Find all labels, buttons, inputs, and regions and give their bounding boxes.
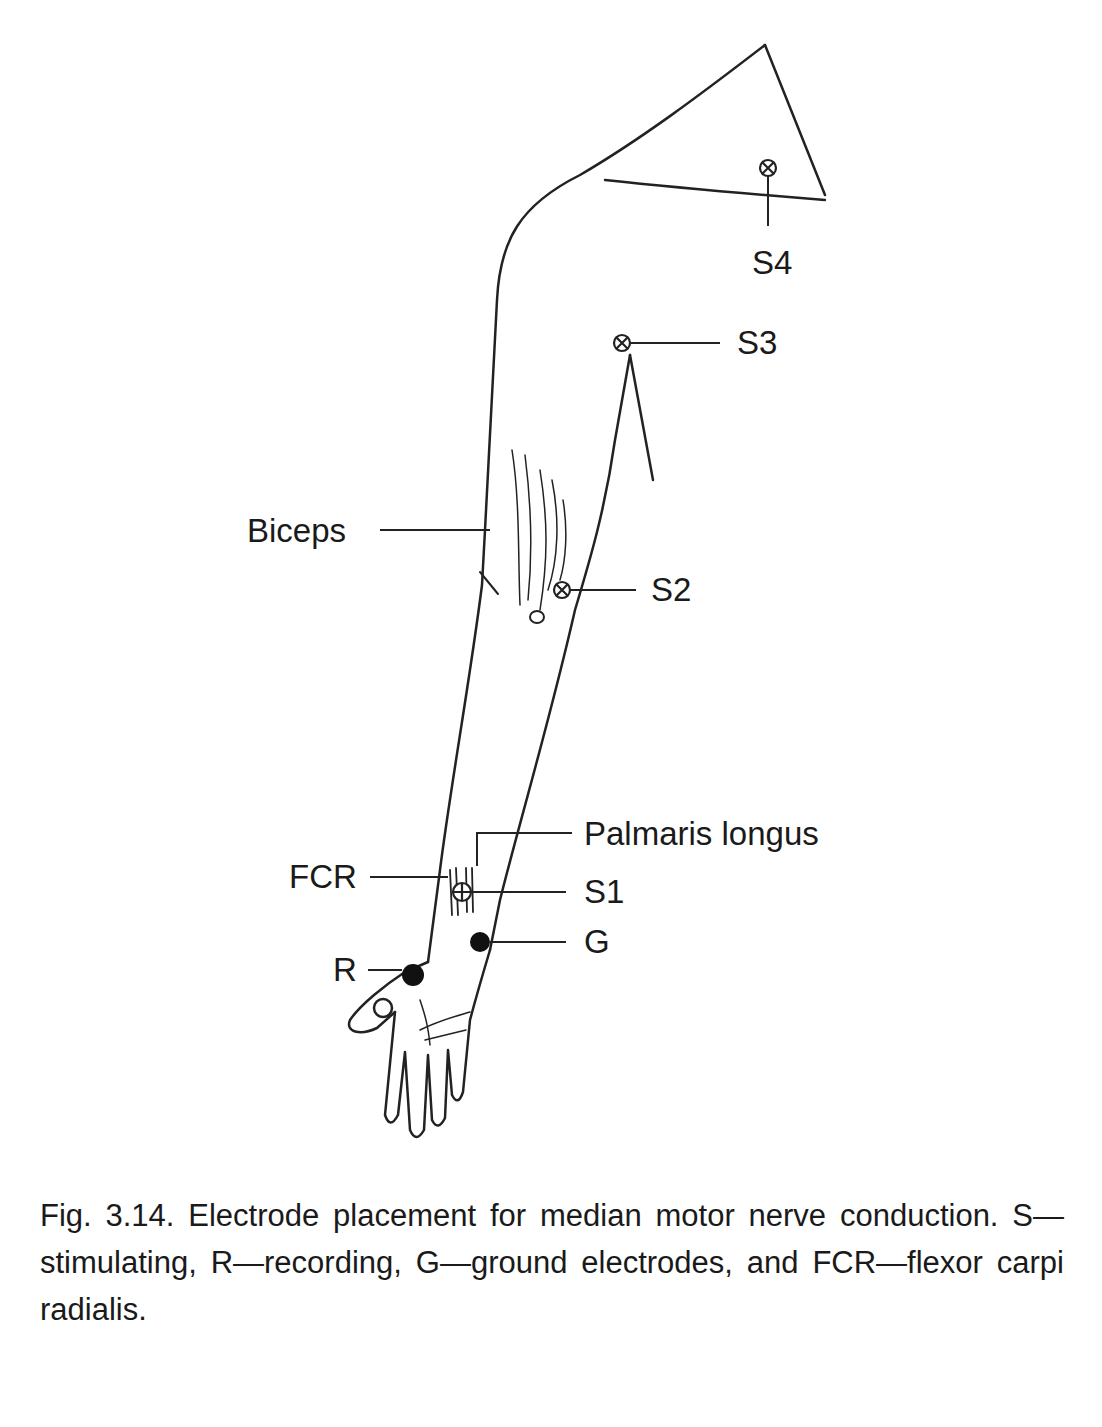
muscle-label: FCR bbox=[289, 857, 357, 897]
electrode-label: S1 bbox=[584, 872, 624, 912]
muscle-label: Biceps bbox=[247, 511, 346, 551]
electrode-label: S4 bbox=[752, 243, 792, 283]
electrode-label: G bbox=[584, 922, 610, 962]
electrode-label: S3 bbox=[737, 323, 777, 363]
electrode-label: R bbox=[333, 950, 357, 990]
figure-caption: Fig. 3.14. Electrode placement for media… bbox=[40, 1192, 1064, 1333]
muscle-label: Palmaris longus bbox=[584, 814, 819, 854]
electrode-label: S2 bbox=[651, 570, 691, 610]
